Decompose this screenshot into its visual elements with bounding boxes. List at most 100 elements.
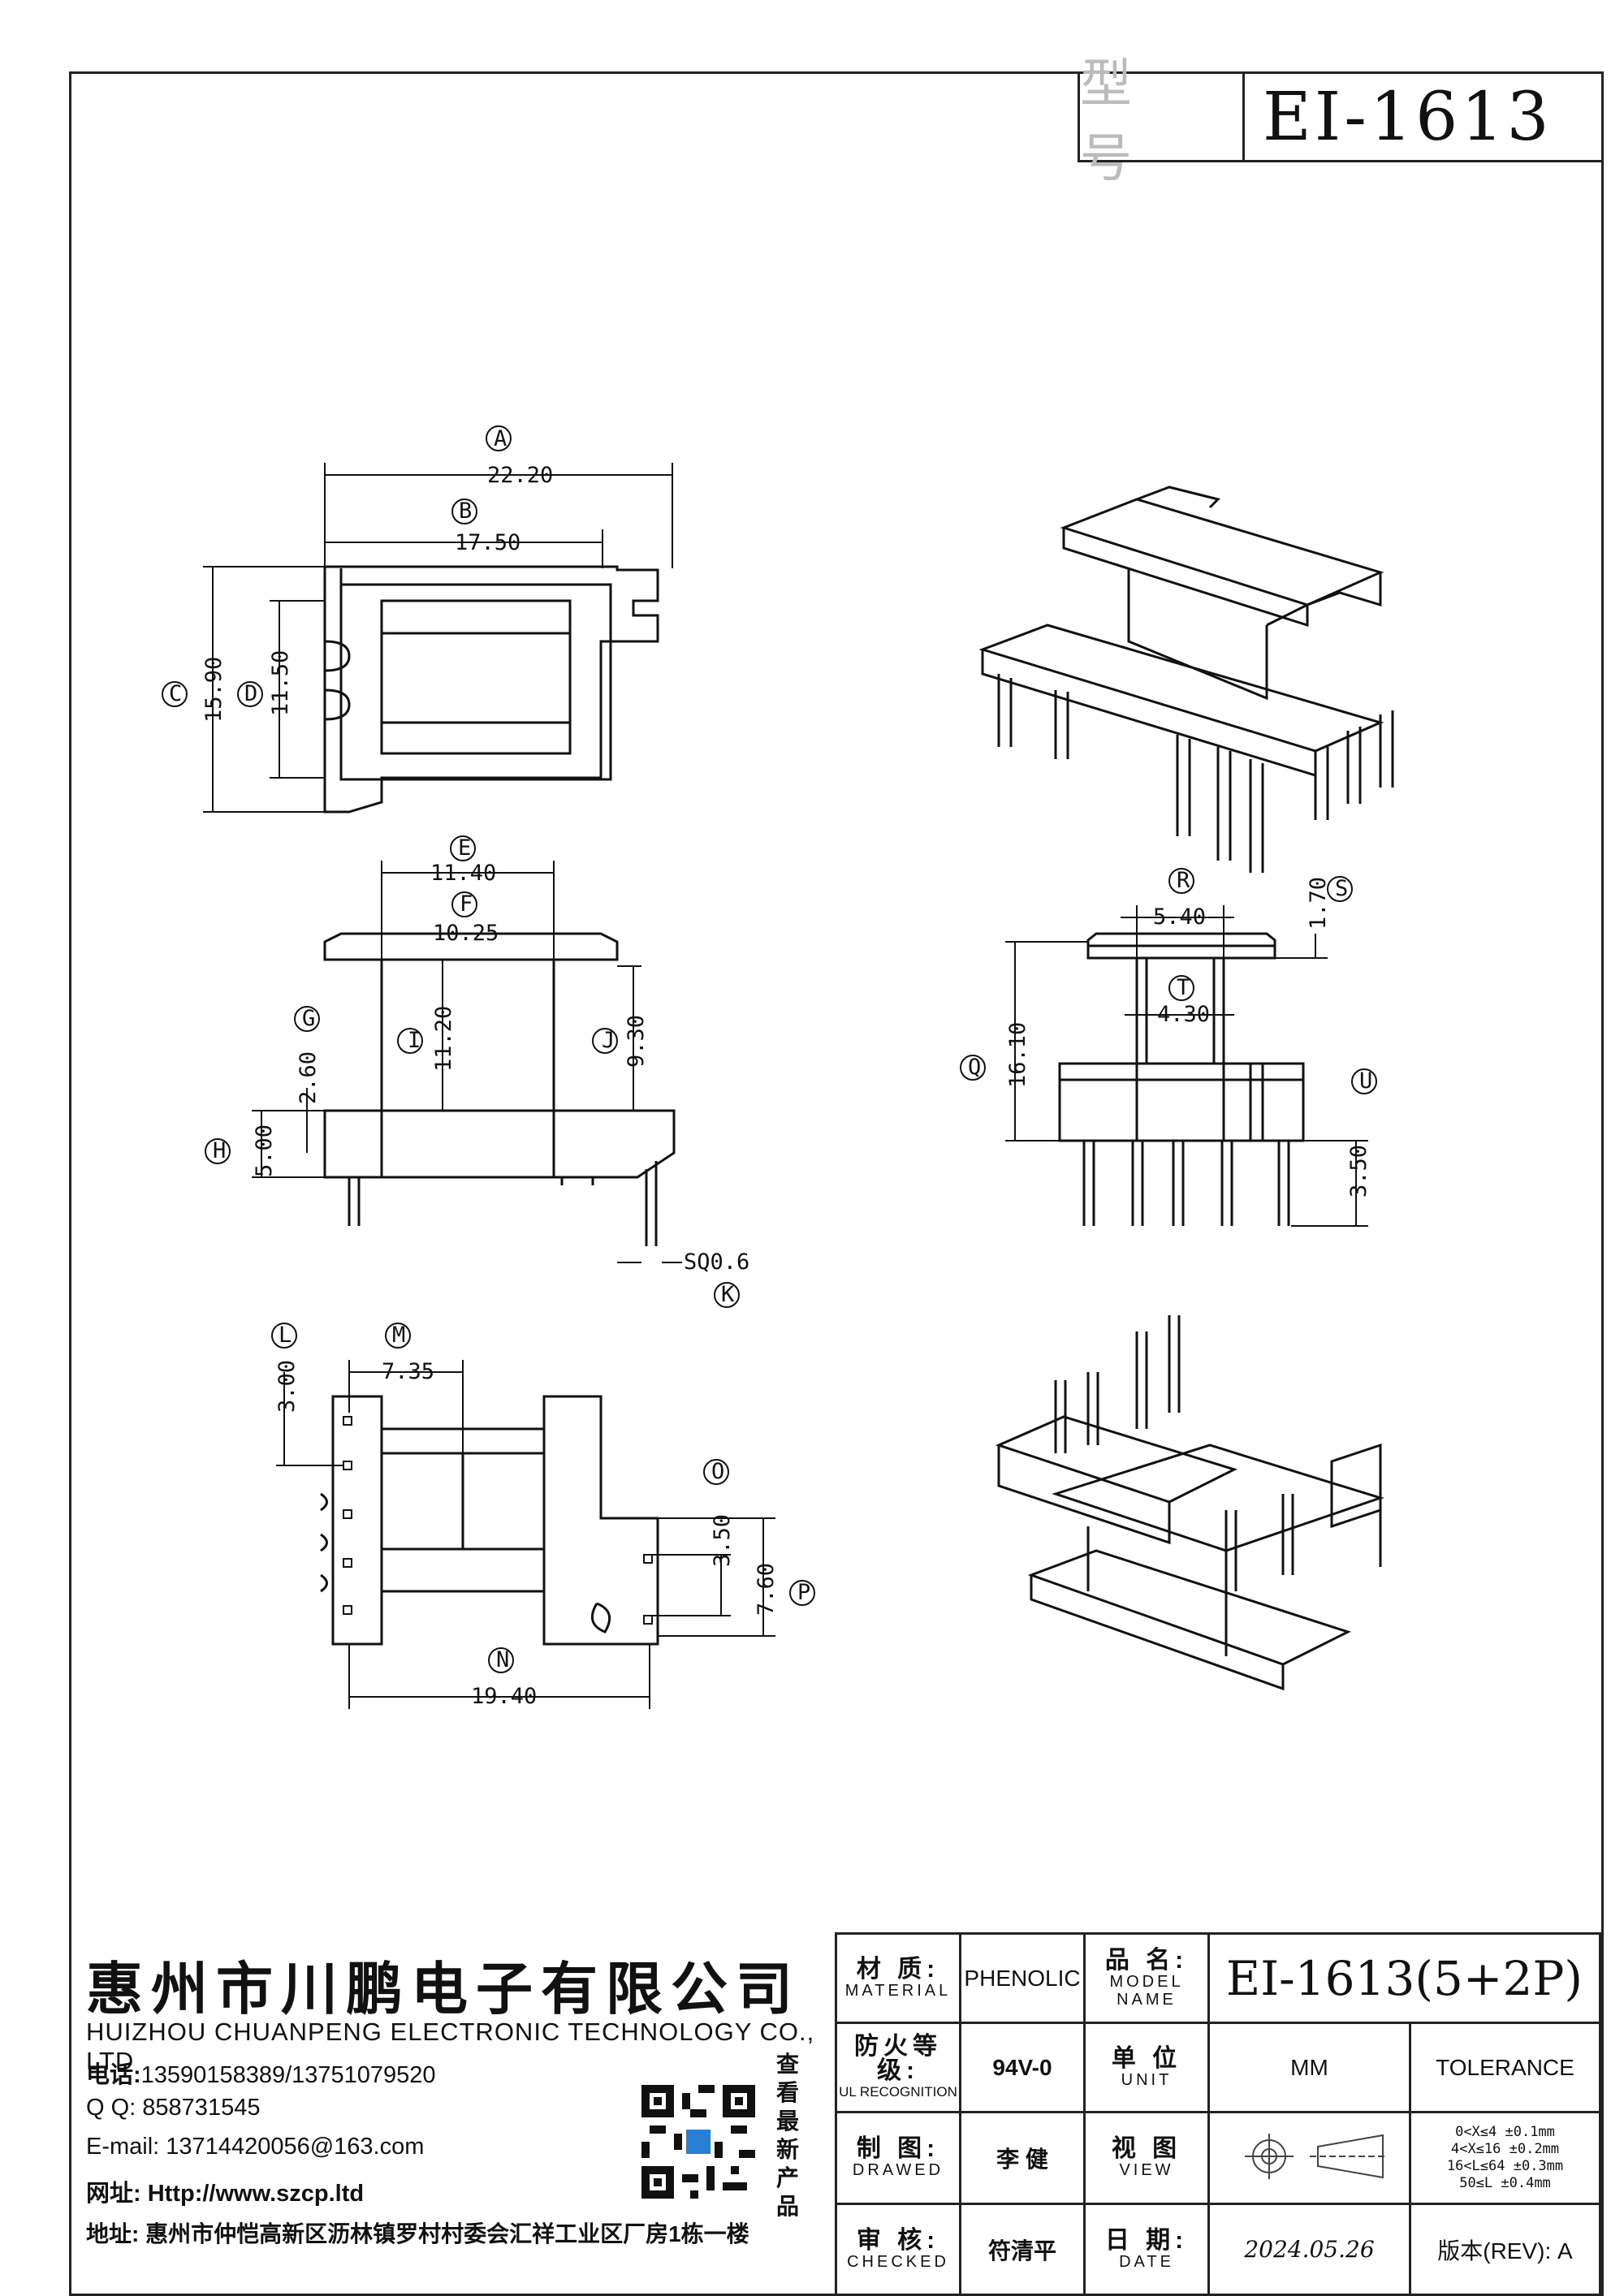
svg-text:L: L	[279, 1323, 292, 1348]
title-block: 惠州市川鹏电子有限公司 HUIZHOU CHUANPENG ELECTRONIC…	[71, 1932, 1601, 2296]
svg-text:11.40: 11.40	[430, 861, 496, 886]
web-value: Http://www.szcp.ltd	[147, 2181, 365, 2207]
svg-text:D: D	[244, 681, 257, 706]
material-value: PHENOLIC	[959, 1932, 1086, 2024]
date-key-cn: 日 期:	[1104, 2226, 1189, 2254]
svg-text:C: C	[169, 681, 182, 706]
svg-text:Q: Q	[968, 1055, 981, 1080]
tolerance-row: 0<X≤4 ±0.1mm	[1455, 2124, 1555, 2140]
svg-text:G: G	[302, 1006, 315, 1031]
svg-text:T: T	[1177, 975, 1190, 1000]
iso-view-bottom	[995, 1315, 1384, 1691]
svg-text:O: O	[711, 1459, 724, 1484]
drawing-frame	[69, 71, 1604, 2296]
svg-text:11.50: 11.50	[268, 650, 293, 716]
tolerance-table: 0<X≤4 ±0.1mm 4<X≤16 ±0.2mm 16<L≤64 ±0.3m…	[1409, 2111, 1601, 2205]
tolerance-row: 4<X≤16 ±0.2mm	[1450, 2141, 1560, 2157]
tolerance-row: 16<L≤64 ±0.3mm	[1446, 2158, 1564, 2174]
svg-text:K: K	[721, 1282, 735, 1307]
qq-label: Q Q:	[86, 2095, 136, 2121]
svg-text:2.60: 2.60	[296, 1051, 321, 1104]
revision-value: A	[1557, 2238, 1573, 2264]
tolerance-label: TOLERANCE	[1409, 2022, 1601, 2113]
material-key: 材 质: MATERIAL	[835, 1932, 961, 2024]
address-label: 地址:	[86, 2221, 140, 2246]
ul-key-en: UL RECOGNITION	[839, 2083, 957, 2100]
company-name-en: HUIZHOU CHUANPENG ELECTRONIC TECHNOLOGY …	[86, 2018, 815, 2075]
checked-key-en: CHECKED	[847, 2252, 949, 2271]
svg-text:10.25: 10.25	[433, 921, 499, 946]
phone-line: 电话:13590158389/13751079520	[86, 2056, 436, 2090]
svg-text:1.70: 1.70	[1306, 877, 1331, 930]
qq-line: Q Q: 858731545	[86, 2095, 260, 2121]
email-line: E-mail: 13714420056@163.com	[86, 2134, 424, 2160]
svg-text:B: B	[459, 498, 472, 524]
unit-key: 单 位 UNIT	[1083, 2022, 1210, 2113]
bottom-view-dims	[271, 1323, 815, 1709]
qr-caption-char: 最	[775, 2108, 799, 2134]
material-key-cn: 材 质:	[856, 1955, 940, 1983]
tolerance-row: 50≤L ±0.4mm	[1459, 2175, 1551, 2191]
svg-text:H: H	[213, 1138, 226, 1163]
checked-key: 审 核: CHECKED	[835, 2203, 961, 2296]
unit-key-en: UNIT	[1121, 2070, 1173, 2089]
svg-text:3.50: 3.50	[1346, 1145, 1371, 1198]
svg-text:A: A	[494, 426, 507, 451]
top-view-dims	[162, 425, 673, 813]
qr-caption-char: 品	[775, 2194, 799, 2219]
svg-text:F: F	[460, 891, 473, 917]
drawed-key-en: DRAWED	[852, 2161, 944, 2179]
phone-label: 电话:	[86, 2062, 141, 2088]
modelname-key: 品 名: MODEL NAME	[1083, 1932, 1210, 2024]
svg-text:7.60: 7.60	[754, 1563, 779, 1616]
side-view-dims	[960, 868, 1377, 1227]
drawed-value: 李 健	[959, 2111, 1086, 2205]
date-key: 日 期: DATE	[1083, 2203, 1210, 2296]
bottom-view	[320, 1395, 659, 1646]
technical-drawing: 22.20 17.50 A B C D 15.90 11.50 11.40 10…	[162, 425, 1394, 1709]
svg-text:I: I	[408, 1028, 421, 1053]
svg-text:U: U	[1359, 1068, 1372, 1094]
ul-key-cn: 防火等级:	[854, 2032, 942, 2084]
svg-text:16.10: 16.10	[1005, 1022, 1030, 1088]
modelname-key-en: MODEL NAME	[1109, 1972, 1184, 2009]
spec-table: 材 质: MATERIAL PHENOLIC 品 名: MODEL NAME E…	[835, 1932, 1601, 2296]
unit-key-cn: 单 位	[1111, 2044, 1182, 2072]
model-value: EI-1613	[1263, 78, 1553, 156]
iso-view-top	[978, 486, 1394, 873]
view-key-cn: 视 图	[1111, 2135, 1182, 2162]
view-key-en: VIEW	[1119, 2161, 1174, 2179]
top-view	[323, 565, 659, 814]
unit-value: MM	[1207, 2022, 1411, 2113]
svg-text:3.00: 3.00	[274, 1360, 300, 1413]
qr-caption-char: 查	[775, 2052, 799, 2077]
email-value: 13714420056@163.com	[166, 2134, 425, 2160]
checked-key-cn: 审 核:	[856, 2226, 940, 2254]
qr-caption: 查 看 最 新 产 品	[771, 2050, 804, 2220]
date-key-en: DATE	[1119, 2252, 1174, 2271]
svg-text:S: S	[1335, 876, 1348, 901]
svg-text:5.00: 5.00	[252, 1124, 277, 1177]
svg-text:N: N	[496, 1647, 509, 1672]
web-label: 网址:	[86, 2181, 141, 2207]
svg-text:J: J	[602, 1028, 615, 1053]
qr-code-icon[interactable]	[641, 2085, 755, 2199]
revision-cell: 版本(REV): A	[1409, 2203, 1601, 2296]
email-label: E-mail:	[86, 2134, 160, 2160]
qr-caption-char: 看	[775, 2080, 799, 2105]
svg-text:22.20: 22.20	[487, 463, 553, 488]
modelname-value: EI-1613(5+2P)	[1207, 1932, 1601, 2024]
view-key: 视 图 VIEW	[1083, 2111, 1210, 2205]
modelname-key-cn: 品 名:	[1104, 1946, 1189, 1974]
svg-text:R: R	[1177, 868, 1190, 893]
revision-label: 版本(REV):	[1437, 2238, 1552, 2264]
qr-caption-char: 新	[775, 2137, 799, 2162]
ul-value: 94V-0	[959, 2022, 1086, 2113]
projection-symbol-icon	[1207, 2111, 1411, 2205]
ul-key: 防火等级: UL RECOGNITION	[835, 2022, 961, 2113]
svg-text:17.50: 17.50	[455, 530, 520, 555]
svg-text:E: E	[458, 835, 471, 861]
drawed-key-cn: 制 图:	[856, 2135, 940, 2162]
svg-text:19.40: 19.40	[471, 1684, 537, 1709]
svg-text:M: M	[392, 1323, 405, 1348]
